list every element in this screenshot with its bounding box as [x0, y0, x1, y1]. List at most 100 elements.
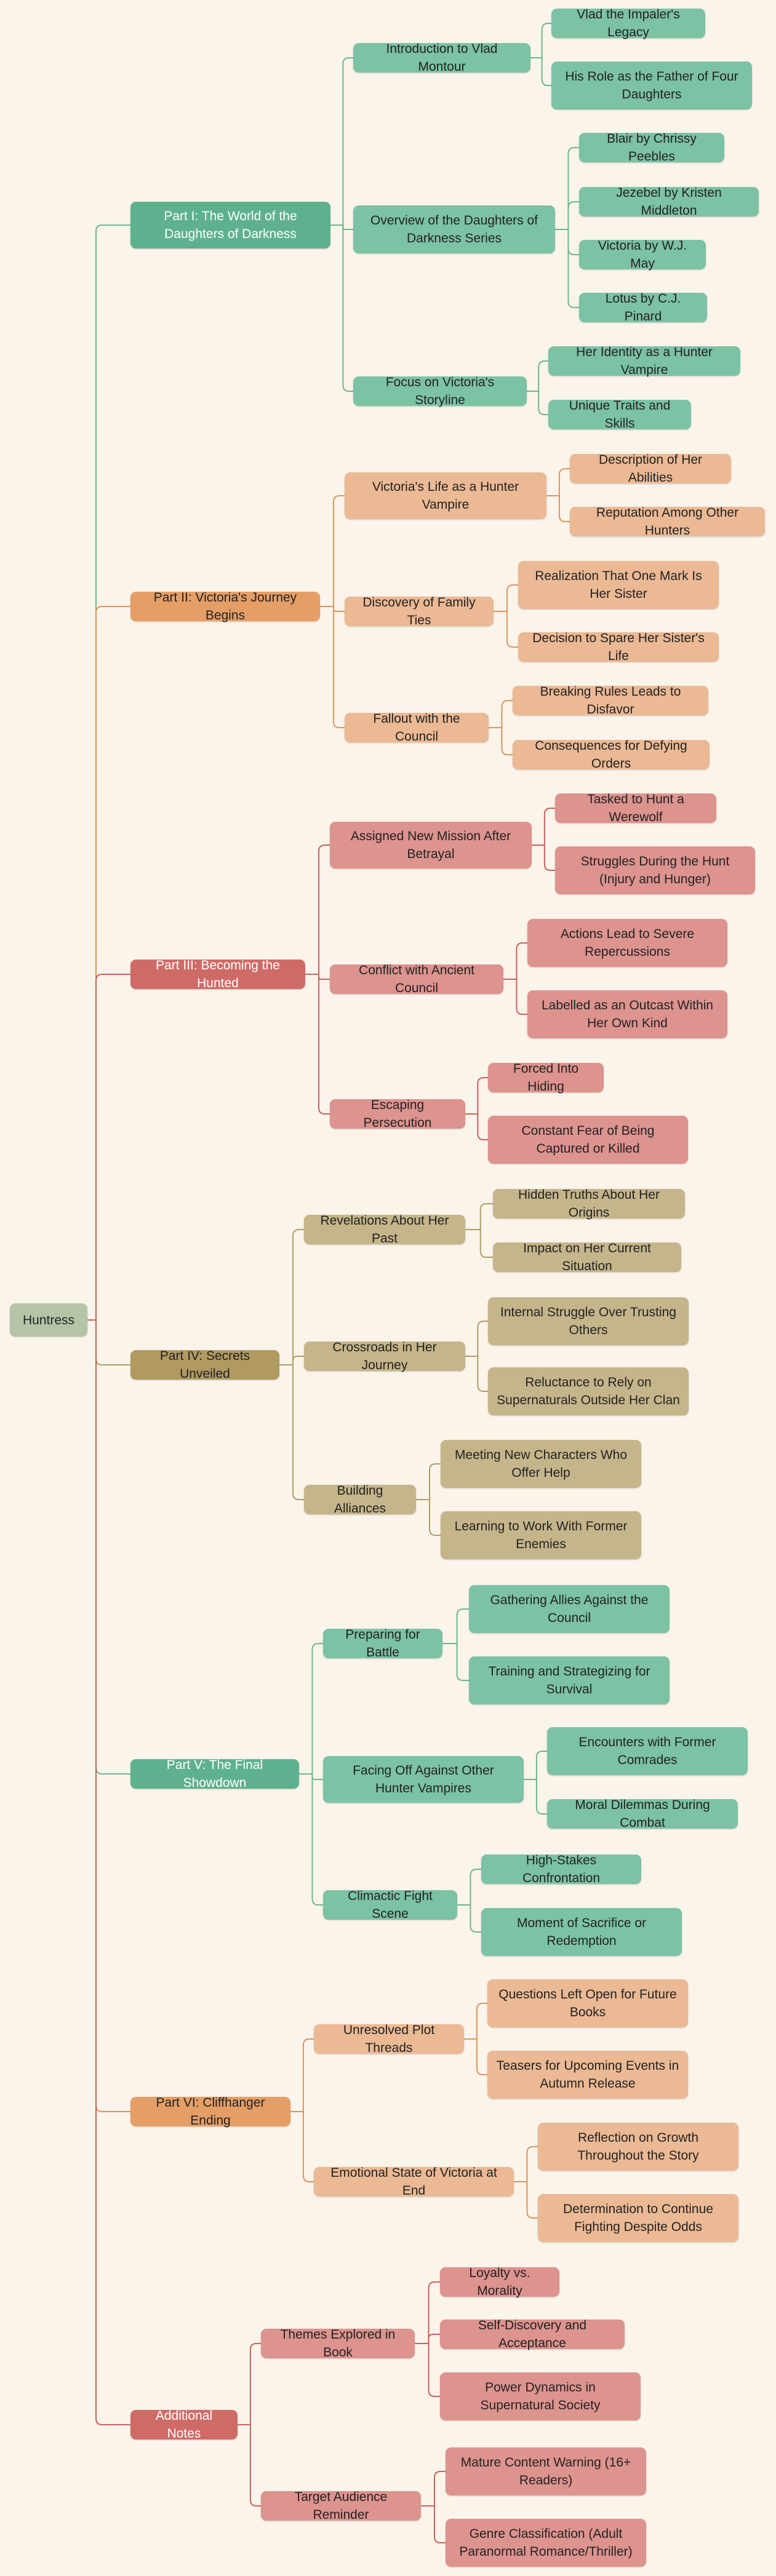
- topic-node-revelations-about-her-past[interactable]: Revelations About Her Past: [304, 1214, 465, 1246]
- leaf-node-teasers-for-upcoming-events-in-autumn-release[interactable]: Teasers for Upcoming Events in Autumn Re…: [487, 2051, 688, 2099]
- branch-node-part-v-the-final-showdown[interactable]: Part V: The Final Showdown: [130, 1758, 299, 1790]
- leaf-node-meeting-new-characters-who-offer-help[interactable]: Meeting New Characters Who Offer Help: [441, 1440, 641, 1488]
- topic-node-emotional-state-of-victoria-at-end[interactable]: Emotional State of Victoria at End: [314, 2166, 514, 2198]
- leaf-node-consequences-for-defying-orders[interactable]: Consequences for Defying Orders: [513, 739, 710, 771]
- connector-topic-to-leaf: [464, 2038, 487, 2075]
- topic-node-victoria-s-life-as-a-hunter-vampire[interactable]: Victoria's Life as a Hunter Vampire: [345, 472, 546, 519]
- leaf-node-gathering-allies-against-the-council[interactable]: Gathering Allies Against the Council: [469, 1585, 670, 1633]
- connector-topic-to-leaf: [489, 700, 513, 728]
- leaf-node-reluctance-to-rely-on-supernaturals-outside-her-[interactable]: Reluctance to Rely on Supernaturals Outs…: [488, 1367, 689, 1415]
- leaf-node-unique-traits-and-skills[interactable]: Unique Traits and Skills: [548, 399, 691, 431]
- leaf-node-realization-that-one-mark-is-her-sister[interactable]: Realization That One Mark Is Her Sister: [518, 561, 719, 609]
- connector-part-to-topic: [290, 2111, 314, 2182]
- leaf-node-questions-left-open-for-future-books[interactable]: Questions Left Open for Future Books: [487, 1979, 688, 2027]
- branch-node-part-iv-secrets-unveiled[interactable]: Part IV: Secrets Unveiled: [130, 1349, 279, 1381]
- branch-node-part-i-the-world-of-the-daughters-of-darkness[interactable]: Part I: The World of the Daughters of Da…: [130, 202, 330, 248]
- connector-topic-to-leaf: [546, 495, 570, 522]
- leaf-node-moral-dilemmas-during-combat[interactable]: Moral Dilemmas During Combat: [547, 1798, 738, 1830]
- leaf-node-learning-to-work-with-former-enemies[interactable]: Learning to Work With Former Enemies: [441, 1511, 641, 1559]
- topic-node-themes-explored-in-book[interactable]: Themes Explored in Book: [261, 2328, 415, 2359]
- connector-topic-to-leaf: [503, 942, 527, 980]
- connector-part-to-topic: [330, 225, 353, 230]
- branch-node-part-iii-becoming-the-hunted[interactable]: Part III: Becoming the Hunted: [130, 958, 305, 990]
- leaf-node-tasked-to-hunt-a-werewolf[interactable]: Tasked to Hunt a Werewolf: [555, 792, 716, 824]
- leaf-node-his-role-as-the-father-of-four-daughters[interactable]: His Role as the Father of Four Daughters: [551, 62, 752, 109]
- connector-topic-to-leaf: [415, 2334, 440, 2344]
- connector-topic-to-leaf: [546, 468, 570, 496]
- connector-topic-to-leaf: [555, 147, 579, 230]
- leaf-node-reflection-on-growth-throughout-the-story[interactable]: Reflection on Growth Throughout the Stor…: [538, 2123, 738, 2171]
- topic-node-preparing-for-battle[interactable]: Preparing for Battle: [323, 1628, 442, 1660]
- branch-node-additional-notes[interactable]: Additional Notes: [130, 2409, 238, 2441]
- leaf-node-vlad-the-impaler-s-legacy[interactable]: Vlad the Impaler's Legacy: [551, 7, 705, 39]
- topic-node-fallout-with-the-council[interactable]: Fallout with the Council: [345, 712, 489, 744]
- connector-topic-to-leaf: [465, 1077, 488, 1115]
- connector-topic-to-leaf: [416, 1499, 441, 1536]
- topic-node-focus-on-victoria-s-storyline[interactable]: Focus on Victoria's Storyline: [353, 375, 527, 407]
- leaf-node-internal-struggle-over-trusting-others[interactable]: Internal Struggle Over Trusting Others: [488, 1297, 689, 1345]
- connector-topic-to-leaf: [457, 1904, 481, 1933]
- leaf-node-victoria-by-w-j-may[interactable]: Victoria by W.J. May: [579, 239, 706, 271]
- leaf-node-constant-fear-of-being-captured-or-killed[interactable]: Constant Fear of Being Captured or Kille…: [488, 1116, 688, 1164]
- topic-node-climactic-fight-scene[interactable]: Climactic Fight Scene: [323, 1889, 457, 1921]
- connector-topic-to-leaf: [514, 2181, 538, 2219]
- topic-node-discovery-of-family-ties[interactable]: Discovery of Family Ties: [345, 595, 494, 627]
- topic-node-target-audience-reminder[interactable]: Target Audience Reminder: [261, 2490, 421, 2522]
- connector-part-to-topic: [305, 845, 330, 975]
- leaf-node-loyalty-vs-morality[interactable]: Loyalty vs. Morality: [440, 2266, 559, 2298]
- topic-node-introduction-to-vlad-montour[interactable]: Introduction to Vlad Montour: [353, 42, 530, 74]
- connector-topic-to-leaf: [494, 584, 518, 612]
- connector-root-to-part-7: [87, 1319, 130, 2425]
- leaf-node-moment-of-sacrifice-or-redemption[interactable]: Moment of Sacrifice or Redemption: [481, 1908, 682, 1956]
- leaf-node-determination-to-continue-fighting-despite-odds[interactable]: Determination to Continue Fighting Despi…: [538, 2194, 738, 2242]
- leaf-node-high-stakes-confrontation[interactable]: High-Stakes Confrontation: [481, 1853, 641, 1885]
- leaf-node-reputation-among-other-hunters[interactable]: Reputation Among Other Hunters: [570, 506, 765, 538]
- leaf-node-blair-by-chrissy-peebles[interactable]: Blair by Chrissy Peebles: [579, 132, 724, 164]
- leaf-node-impact-on-her-current-situation[interactable]: Impact on Her Current Situation: [493, 1241, 681, 1273]
- leaf-node-her-identity-as-a-hunter-vampire[interactable]: Her Identity as a Hunter Vampire: [548, 345, 740, 377]
- connector-part-to-topic: [238, 2424, 261, 2506]
- topic-node-unresolved-plot-threads[interactable]: Unresolved Plot Threads: [314, 2023, 464, 2055]
- leaf-node-breaking-rules-leads-to-disfavor[interactable]: Breaking Rules Leads to Disfavor: [513, 685, 708, 717]
- leaf-node-forced-into-hiding[interactable]: Forced Into Hiding: [488, 1062, 604, 1094]
- topic-node-conflict-with-ancient-council[interactable]: Conflict with Ancient Council: [330, 963, 503, 995]
- connector-topic-to-leaf: [530, 23, 551, 58]
- connector-root-to-part-5: [87, 1319, 130, 1775]
- connector-topic-to-leaf: [465, 1229, 493, 1258]
- branch-node-part-vi-cliffhanger-ending[interactable]: Part VI: Cliffhanger Ending: [130, 2096, 290, 2128]
- leaf-node-training-and-strategizing-for-survival[interactable]: Training and Strategizing for Survival: [469, 1656, 670, 1704]
- leaf-node-labelled-as-an-outcast-within-her-own-kind[interactable]: Labelled as an Outcast Within Her Own Ki…: [527, 990, 727, 1038]
- topic-node-building-alliances[interactable]: Building Alliances: [304, 1484, 416, 1516]
- connector-part-to-topic: [299, 1773, 323, 1780]
- connector-topic-to-leaf: [442, 1643, 469, 1681]
- connector-topic-to-leaf: [465, 1356, 488, 1392]
- leaf-node-decision-to-spare-her-sister-s-life[interactable]: Decision to Spare Her Sister's Life: [518, 631, 719, 663]
- leaf-node-power-dynamics-in-supernatural-society[interactable]: Power Dynamics in Supernatural Society: [440, 2372, 641, 2420]
- topic-node-assigned-new-mission-after-betrayal[interactable]: Assigned New Mission After Betrayal: [330, 822, 532, 869]
- leaf-node-lotus-by-c-j-pinard[interactable]: Lotus by C.J. Pinard: [579, 292, 707, 324]
- connector-part-to-topic: [320, 495, 345, 607]
- root-node[interactable]: Huntress: [10, 1303, 87, 1337]
- leaf-node-hidden-truths-about-her-origins[interactable]: Hidden Truths About Her Origins: [493, 1188, 685, 1220]
- leaf-node-mature-content-warning-16-readers[interactable]: Mature Content Warning (16+ Readers): [446, 2447, 646, 2495]
- branch-node-part-ii-victoria-s-journey-begins[interactable]: Part II: Victoria's Journey Begins: [130, 590, 320, 622]
- topic-node-crossroads-in-her-journey[interactable]: Crossroads in Her Journey: [304, 1340, 465, 1372]
- connector-topic-to-leaf: [514, 2146, 538, 2182]
- leaf-node-self-discovery-and-acceptance[interactable]: Self-Discovery and Acceptance: [440, 2318, 625, 2350]
- connector-topic-to-leaf: [494, 611, 518, 648]
- topic-node-facing-off-against-other-hunter-vampires[interactable]: Facing Off Against Other Hunter Vampires: [323, 1756, 524, 1803]
- connector-part-to-topic: [320, 606, 345, 728]
- leaf-node-jezebel-by-kristen-middleton[interactable]: Jezebel by Kristen Middleton: [579, 186, 759, 218]
- connector-topic-to-leaf: [465, 1113, 488, 1140]
- leaf-node-genre-classification-adult-paranormal-romance-th[interactable]: Genre Classification (Adult Paranormal R…: [446, 2519, 646, 2567]
- connector-root-to-part-3: [87, 974, 130, 1321]
- leaf-node-encounters-with-former-comrades[interactable]: Encounters with Former Comrades: [547, 1727, 748, 1775]
- topic-node-overview-of-the-daughters-of-darkness-series[interactable]: Overview of the Daughters of Darkness Se…: [353, 205, 555, 253]
- connector-topic-to-leaf: [416, 1463, 441, 1500]
- leaf-node-struggles-during-the-hunt-injury-and-hunger[interactable]: Struggles During the Hunt (Injury and Hu…: [555, 846, 755, 894]
- leaf-node-actions-lead-to-severe-repercussions[interactable]: Actions Lead to Severe Repercussions: [527, 919, 727, 967]
- leaf-node-description-of-her-abilities[interactable]: Description of Her Abilities: [570, 453, 731, 485]
- topic-node-escaping-persecution[interactable]: Escaping Persecution: [330, 1098, 465, 1130]
- connector-topic-to-leaf: [465, 1321, 488, 1357]
- connector-part-to-topic: [238, 2343, 261, 2425]
